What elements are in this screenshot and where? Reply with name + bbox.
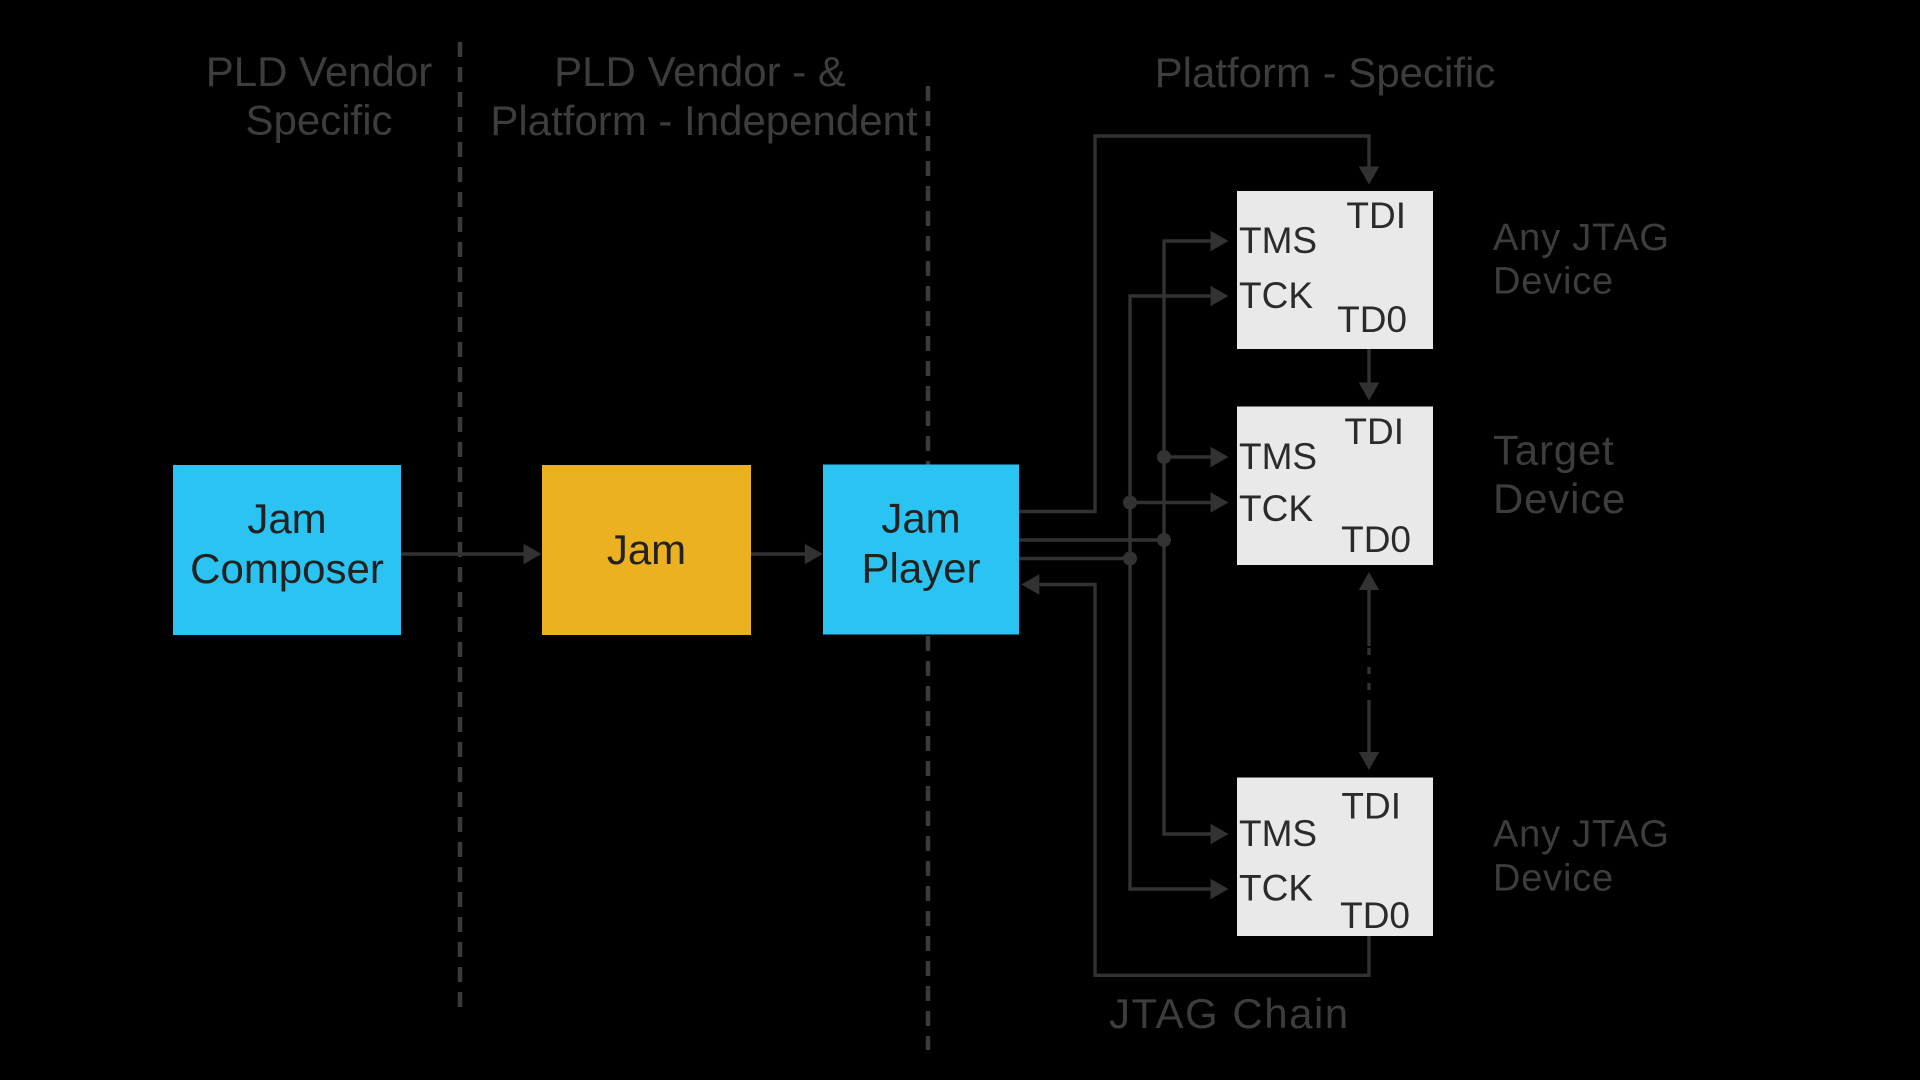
- svg-text:TD0: TD0: [1340, 895, 1410, 936]
- svg-text:Any JTAG: Any JTAG: [1493, 813, 1670, 855]
- svg-text:Composer: Composer: [190, 545, 384, 592]
- svg-text:Device: Device: [1493, 858, 1614, 900]
- svg-text:Target: Target: [1493, 427, 1615, 474]
- svg-text:Platform - Independent: Platform - Independent: [490, 97, 918, 144]
- svg-text:TDI: TDI: [1344, 411, 1404, 452]
- svg-text:Player: Player: [861, 545, 980, 592]
- svg-text:TMS: TMS: [1239, 220, 1317, 261]
- svg-text:TMS: TMS: [1239, 813, 1317, 854]
- svg-text:JTAG Chain: JTAG Chain: [1109, 990, 1350, 1037]
- svg-text:TDI: TDI: [1341, 786, 1401, 827]
- svg-text:PLD Vendor - &: PLD Vendor - &: [554, 48, 846, 95]
- svg-text:Any JTAG: Any JTAG: [1493, 217, 1670, 259]
- svg-text:Device: Device: [1493, 261, 1614, 303]
- svg-text:Platform - Specific: Platform - Specific: [1155, 49, 1496, 96]
- svg-text:TCK: TCK: [1239, 868, 1313, 909]
- svg-text:Jam: Jam: [247, 495, 326, 542]
- svg-text:TMS: TMS: [1239, 436, 1317, 477]
- svg-text:PLD Vendor: PLD Vendor: [206, 48, 433, 95]
- svg-text:Jam: Jam: [607, 526, 686, 573]
- svg-text:Jam: Jam: [881, 495, 960, 542]
- svg-text:Specific: Specific: [245, 97, 392, 144]
- svg-text:Device: Device: [1493, 475, 1626, 522]
- svg-text:TDI: TDI: [1346, 195, 1406, 236]
- svg-text:TD0: TD0: [1341, 519, 1411, 560]
- svg-text:TD0: TD0: [1337, 299, 1407, 340]
- svg-text:TCK: TCK: [1239, 275, 1313, 316]
- svg-text:TCK: TCK: [1239, 488, 1313, 529]
